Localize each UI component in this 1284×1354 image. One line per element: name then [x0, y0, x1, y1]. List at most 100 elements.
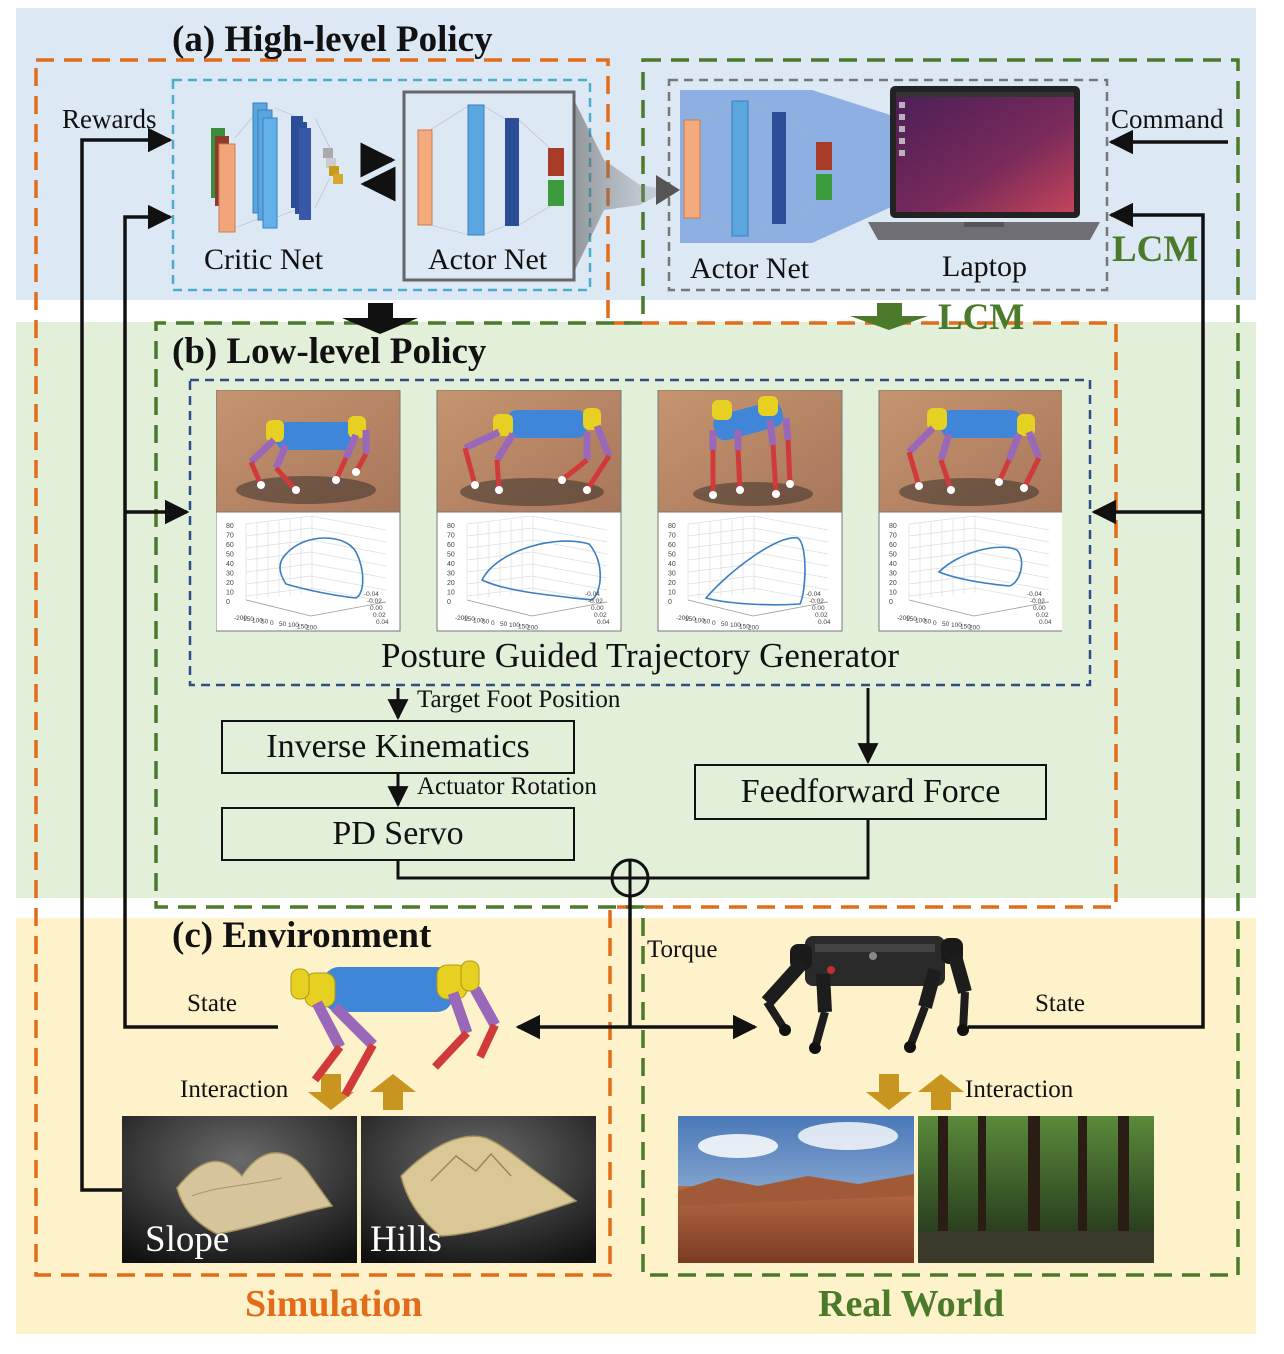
- plot-x-tick: 100: [730, 622, 741, 629]
- simulation-terrains: [122, 1116, 596, 1263]
- trajectory-curve: [704, 537, 806, 606]
- hills-label: Hills: [370, 1219, 442, 1260]
- plot-y-tick: -0.04: [585, 591, 600, 598]
- plot-z-tick: 10: [668, 590, 676, 597]
- desert-photo: [678, 1116, 914, 1263]
- plot-z-tick: 60: [447, 542, 455, 549]
- plot-z-tick: 50: [889, 552, 897, 559]
- state-label-right: State: [1035, 990, 1085, 1017]
- plot-y-tick: -0.04: [1027, 591, 1042, 598]
- plot-x-tick: 150: [243, 616, 254, 623]
- real-robot: [761, 936, 972, 1054]
- plot-z-tick: 0: [447, 599, 451, 606]
- plot-z-tick: 60: [668, 542, 676, 549]
- actor-net-illustration: [417, 104, 564, 236]
- plot-z-tick: 20: [226, 580, 234, 587]
- deployed-actor-net-label: Actor Net: [690, 252, 810, 285]
- trajectory-generator-label: Posture Guided Trajectory Generator: [380, 636, 900, 675]
- pd-servo-label: PD Servo: [332, 815, 464, 852]
- critic-net-label: Critic Net: [204, 243, 324, 276]
- plot-z-tick: 60: [226, 542, 234, 549]
- plot-x-tick: 50: [924, 619, 932, 626]
- projection-funnel: [574, 100, 668, 272]
- hills-terrain-tile: [361, 1116, 596, 1263]
- plot-z-tick: 30: [226, 571, 234, 578]
- plot-z-tick: 10: [889, 590, 897, 597]
- posture-renders: [216, 390, 1062, 513]
- plot-y-tick: 0.04: [1039, 619, 1052, 626]
- plot-x-tick: 50: [482, 619, 490, 626]
- plot-x-tick: 150: [739, 623, 750, 630]
- plot-z-tick: 50: [447, 552, 455, 559]
- plot-y-tick: 0.00: [1033, 605, 1046, 612]
- plot-x-tick: 150: [685, 616, 696, 623]
- plot-x-tick: -200: [234, 615, 247, 622]
- torque-label: Torque: [647, 936, 718, 963]
- plot-z-tick: 0: [226, 599, 230, 606]
- plot-y-tick: -0.02: [588, 598, 603, 605]
- lcm-label-arrow: LCM: [938, 297, 1025, 338]
- plot-z-tick: 10: [447, 590, 455, 597]
- plot-z-tick: 50: [668, 552, 676, 559]
- plot-x-tick: 150: [906, 616, 917, 623]
- plot-z-tick: 80: [668, 523, 676, 530]
- simulation-outline: [34, 58, 1118, 1277]
- trajectory-generator-box: [188, 378, 1092, 687]
- plot-y-tick: 0.02: [1036, 612, 1049, 619]
- simulated-robot: [290, 960, 500, 1097]
- slope-terrain-tile: [122, 1116, 357, 1263]
- plot-x-tick: 100: [288, 622, 299, 629]
- real-world-label: Real World: [818, 1283, 1005, 1325]
- plot-y-tick: 0.04: [597, 619, 610, 626]
- posture-render-1: [216, 390, 401, 513]
- plot-x-tick: 0: [712, 620, 716, 627]
- plot-x-tick: 50: [500, 621, 508, 628]
- lcm-down-arrow: [850, 303, 928, 330]
- interaction-label-left: Interaction: [180, 1076, 289, 1103]
- plot-y-tick: 0.02: [594, 612, 607, 619]
- plot-z-tick: 80: [447, 523, 455, 530]
- plot-y-tick: 0.02: [815, 612, 828, 619]
- target-foot-position-label: Target Foot Position: [417, 686, 621, 713]
- plot-x-tick: 100: [473, 617, 484, 624]
- plot-y-tick: 0.02: [373, 612, 386, 619]
- plot-z-tick: 20: [668, 580, 676, 587]
- plot-z-tick: 70: [447, 533, 455, 540]
- trajectory-curve: [480, 540, 601, 601]
- plot-x-tick: 150: [297, 623, 308, 630]
- plot-y-tick: -0.02: [367, 598, 382, 605]
- actuator-rotation-label: Actuator Rotation: [417, 773, 597, 800]
- plot-z-tick: 30: [668, 571, 676, 578]
- posture-render-2: [436, 390, 622, 513]
- feedforward-force-box: Feedforward Force: [694, 764, 1047, 820]
- high-to-low-arrow: [342, 303, 418, 334]
- plot-z-tick: 70: [668, 533, 676, 540]
- plot-y-tick: 0.00: [591, 605, 604, 612]
- laptop-icon: [868, 86, 1100, 240]
- plot-z-tick: 80: [226, 523, 234, 530]
- plot-y-tick: -0.04: [364, 591, 379, 598]
- plot-z-tick: 30: [889, 571, 897, 578]
- slope-label: Slope: [145, 1219, 230, 1260]
- critic-net-illustration: [211, 102, 343, 233]
- plot-y-tick: 0.04: [376, 619, 389, 626]
- environment-title: (c) Environment: [172, 915, 432, 956]
- inverse-kinematics-box: Inverse Kinematics: [221, 720, 575, 774]
- plot-z-tick: 40: [889, 561, 897, 568]
- plot-z-tick: 40: [447, 561, 455, 568]
- plot-y-tick: 0.00: [812, 605, 825, 612]
- plot-z-tick: 60: [889, 542, 897, 549]
- command-label: Command: [1111, 104, 1224, 134]
- plot-x-tick: 50: [703, 619, 711, 626]
- low-level-title: (b) Low-level Policy: [172, 331, 487, 372]
- plot-x-tick: 100: [252, 617, 263, 624]
- plot-z-tick: 70: [226, 533, 234, 540]
- plot-z-tick: 10: [226, 590, 234, 597]
- trajectory-curve: [937, 546, 1023, 587]
- simulation-label: Simulation: [245, 1283, 423, 1325]
- plot-y-tick: -0.04: [806, 591, 821, 598]
- inverse-kinematics-label: Inverse Kinematics: [266, 728, 530, 765]
